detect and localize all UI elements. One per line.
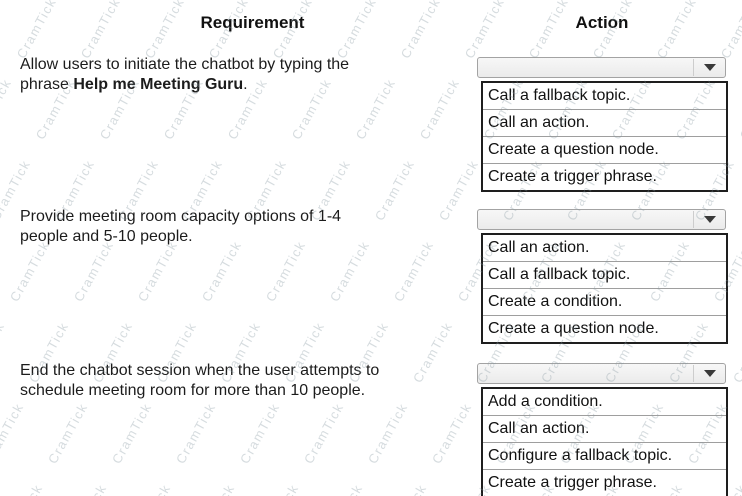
chevron-down-icon (703, 370, 716, 377)
option-item[interactable]: Add a condition. (488, 393, 603, 410)
action-dropdown-group-2: Call an action. Call a fallback topic. C… (477, 209, 728, 344)
chevron-down-icon (703, 64, 716, 71)
action-select-3[interactable] (477, 363, 726, 384)
requirement-3-line-1: End the chatbot session when the user at… (20, 362, 380, 379)
action-select-2[interactable] (477, 209, 726, 230)
requirement-text-1: Allow users to initiate the chatbot by t… (20, 55, 472, 95)
requirement-2-line-1: Provide meeting room capacity options of… (20, 208, 342, 225)
option-item[interactable]: Create a trigger phrase. (483, 163, 726, 190)
option-item[interactable]: Create a trigger phrase. (483, 469, 726, 496)
chevron-down-icon (703, 216, 716, 223)
option-item[interactable]: Create a question node. (483, 136, 726, 163)
option-item[interactable]: Configure a fallback topic. (483, 442, 726, 469)
option-item[interactable]: Call a fallback topic. (488, 87, 631, 104)
action-dropdown-group-3: Add a condition. Call an action. Configu… (477, 363, 728, 496)
action-dropdown-group-1: Call a fallback topic. Call an action. C… (477, 57, 728, 192)
dropdown-arrow-zone-1[interactable] (693, 59, 725, 76)
option-item[interactable]: Create a condition. (483, 288, 726, 315)
option-item[interactable]: Create a question node. (483, 315, 726, 342)
dropdown-arrow-zone-3[interactable] (693, 365, 725, 382)
requirement-3-line-2: schedule meeting room for more than 10 p… (20, 382, 366, 399)
requirement-1-line-1: Allow users to initiate the chatbot by t… (20, 56, 350, 73)
column-header-requirement: Requirement (200, 13, 305, 32)
requirement-text-3: End the chatbot session when the user at… (20, 361, 472, 401)
column-header-action: Action (575, 13, 629, 32)
requirement-2-line-2: people and 5-10 people. (20, 228, 193, 245)
requirement-1-phrase-bold: Help me Meeting Guru (73, 76, 244, 93)
requirement-text-2: Provide meeting room capacity options of… (20, 207, 472, 247)
dropdown-arrow-zone-2[interactable] (693, 211, 725, 228)
requirement-1-line-2-post: . (243, 76, 248, 93)
option-item[interactable]: Call an action. (483, 415, 726, 442)
action-select-1[interactable] (477, 57, 726, 78)
requirement-1-line-2-pre: phrase (20, 76, 74, 93)
options-list-1: Call a fallback topic. Call an action. C… (481, 81, 728, 192)
option-item[interactable]: Call an action. (483, 109, 726, 136)
options-list-2: Call an action. Call a fallback topic. C… (481, 233, 728, 344)
requirement-1-line-2: phrase Help me Meeting Guru. (20, 75, 472, 95)
options-list-3: Add a condition. Call an action. Configu… (481, 387, 728, 496)
option-item[interactable]: Call a fallback topic. (483, 261, 726, 288)
option-item[interactable]: Call an action. (488, 239, 590, 256)
